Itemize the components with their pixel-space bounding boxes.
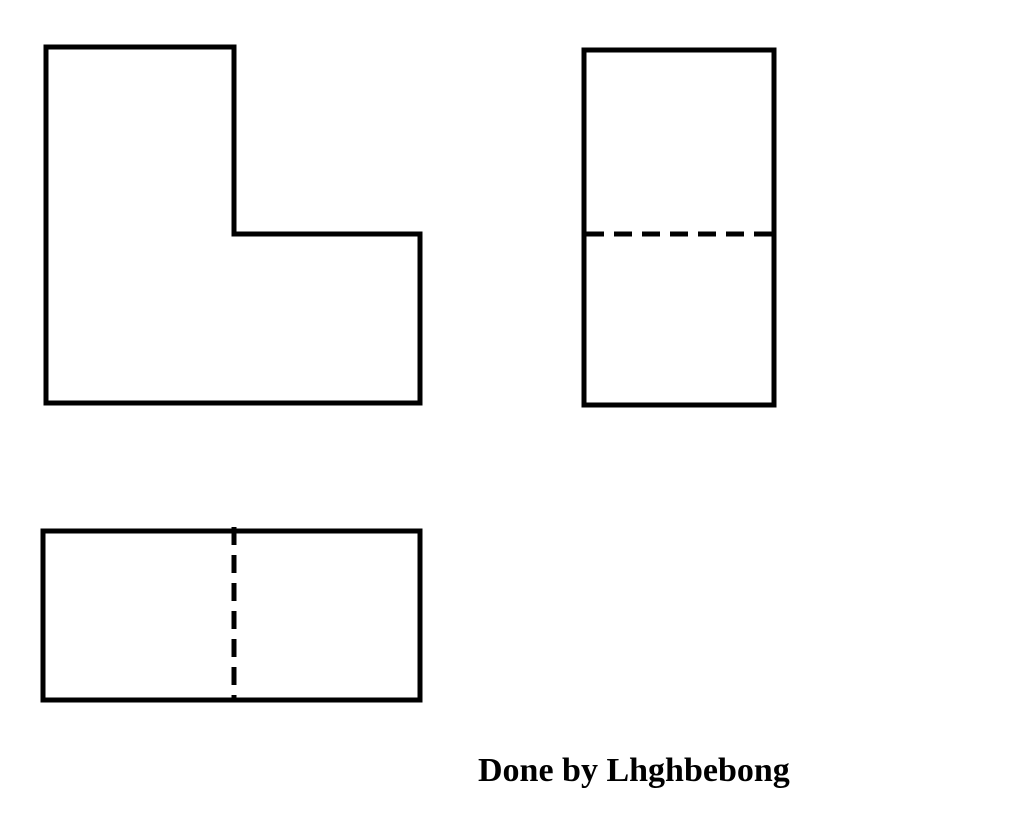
front-view [43,44,423,406]
author-credit: Done by Lhghbebong [478,752,790,789]
top-view [40,527,423,703]
side-view-outline [581,47,777,408]
side-view [581,47,777,408]
front-view-outline [43,44,423,406]
